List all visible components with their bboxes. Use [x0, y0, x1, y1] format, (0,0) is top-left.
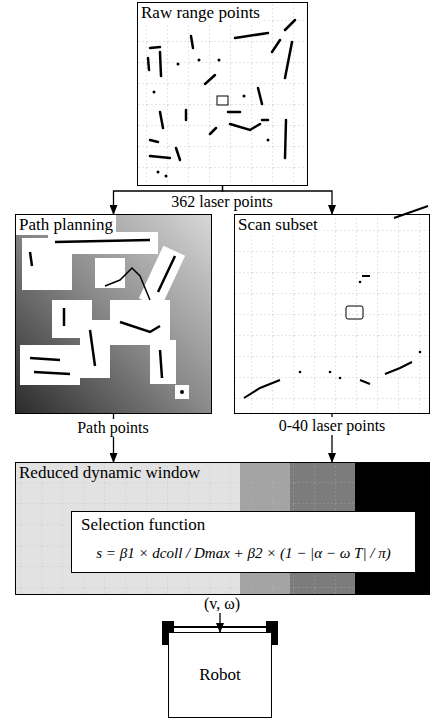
annotation: 362 laser points [168, 193, 275, 211]
process-box: Scan subset [234, 214, 430, 414]
node-title: Reduced dynamic window [16, 463, 203, 483]
function-box: Selection function s = β1 × dcoll / Dmax … [71, 511, 416, 573]
process-box: Path planning [15, 214, 212, 414]
band: Reduced dynamic windowSelection function… [15, 462, 430, 595]
robot-box: Robot [168, 632, 272, 718]
node-title: Raw range points [138, 3, 263, 23]
node-title: Path planning [16, 215, 116, 235]
node-title: Selection function [78, 515, 208, 535]
input-box: Raw range points [137, 2, 308, 186]
node-title: Robot [196, 665, 244, 685]
edge-label: Path points [74, 419, 152, 437]
edge-label: (v, ω) [201, 595, 243, 613]
formula: s = β1 × dcoll / Dmax + β2 × (1 − |α − ω… [93, 543, 393, 563]
edge-label: 0-40 laser points [276, 417, 389, 435]
node-title: Scan subset [235, 215, 321, 235]
